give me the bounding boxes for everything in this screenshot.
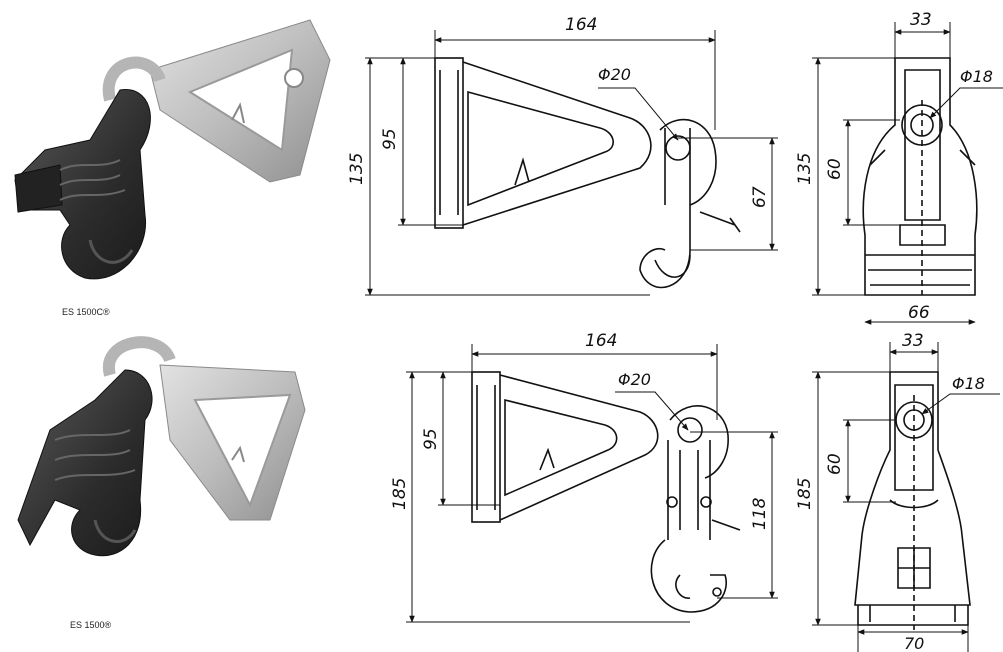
dim-height-total-front-1: 135 (795, 153, 815, 185)
dim-hole-side-2: Φ20 (618, 370, 651, 389)
dim-height-bracket-side-2: 95 (421, 428, 441, 450)
product-photo-es1500c (14, 19, 331, 280)
dim-height-bracket-side-1: 95 (380, 128, 400, 150)
dim-hole-front-2: Φ18 (952, 374, 985, 393)
dim-width-side-2: 164 (585, 331, 617, 351)
dim-width-side-1: 164 (565, 15, 597, 35)
dim-height-total-front-2: 185 (795, 478, 815, 510)
side-view-es1500c (434, 57, 741, 289)
side-view-es1500 (471, 371, 741, 613)
dim-height-mid-front-1: 60 (825, 158, 845, 180)
dim-width-base-front-1: 66 (908, 303, 930, 323)
product-photo-es1500 (17, 336, 306, 557)
dim-height-mid-front-2: 60 (825, 453, 845, 475)
dim-width-top-front-2: 33 (902, 331, 924, 351)
dim-hook-drop-side-2: 118 (750, 497, 770, 530)
side-view-es1500-dimensions (406, 344, 778, 623)
caption-es1500: ES 1500® (70, 620, 112, 630)
side-view-es1500c-dimensions (365, 30, 778, 296)
caption-es1500c: ES 1500C® (62, 307, 110, 317)
dim-width-base-front-2: 70 (904, 634, 924, 652)
dim-hole-front-1: Φ18 (960, 67, 993, 86)
front-view-es1500c-dimensions (812, 22, 1003, 325)
dim-width-top-front-1: 33 (910, 10, 932, 30)
dim-hook-drop-side-1: 67 (750, 186, 770, 208)
dim-height-total-side-1: 135 (347, 153, 367, 185)
dim-hole-side-1: Φ20 (598, 65, 631, 84)
dim-height-total-side-2: 185 (390, 478, 410, 510)
front-view-es1500c (862, 57, 978, 296)
front-view-es1500 (854, 371, 971, 630)
front-view-es1500-dimensions (812, 342, 1000, 652)
